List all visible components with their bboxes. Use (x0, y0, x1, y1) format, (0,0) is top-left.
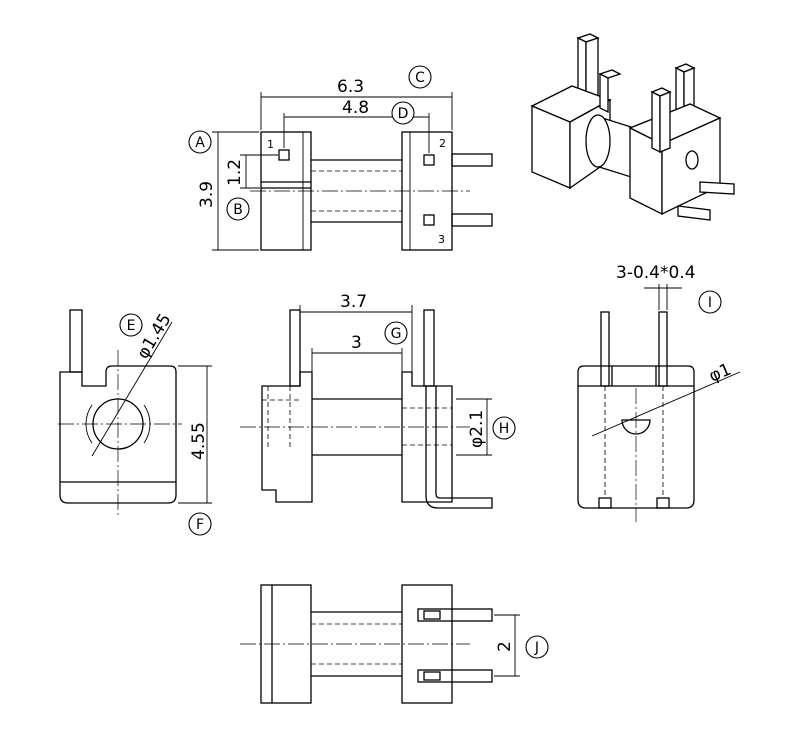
front-view: 3.7 3 φ2.1 G H (240, 292, 516, 509)
isometric-view (530, 33, 735, 221)
dim-width-total: 6.3 (337, 77, 364, 97)
svg-text:E: E (127, 318, 136, 334)
dim-outer-span: 3.7 (340, 292, 367, 312)
dim-slot-diameter: φ1 (706, 360, 734, 387)
dim-pin-spec: 3-0.4*0.4 (616, 263, 696, 283)
bottom-view: 2 J (240, 584, 549, 704)
balloon-c: C (408, 65, 432, 89)
svg-text:C: C (415, 70, 425, 86)
pin-label-1: 1 (267, 138, 274, 151)
balloon-b: B (226, 197, 250, 221)
svg-text:J: J (534, 640, 539, 656)
pin-label-3: 3 (438, 233, 445, 246)
dim-height-total: 3.9 (197, 181, 217, 208)
side-view: φ1.45 4.55 E F (58, 309, 212, 536)
balloon-d: D (391, 101, 415, 125)
balloon-i: I (698, 290, 722, 314)
balloon-a: A (188, 130, 212, 154)
dim-inner-span: 4.8 (342, 98, 369, 118)
dim-inner-gap: 3 (351, 333, 362, 353)
balloon-g: G (384, 321, 408, 345)
dim-core-diameter: φ2.1 (467, 410, 487, 448)
svg-text:B: B (233, 202, 243, 218)
svg-text:D: D (398, 106, 409, 122)
dim-pin-pitch: 2 (495, 641, 515, 652)
dim-pin-offset: 1.2 (225, 159, 245, 186)
balloon-e: E (119, 313, 143, 337)
svg-text:G: G (391, 326, 402, 342)
right-view: φ1 3-0.4*0.4 I (577, 263, 741, 522)
svg-text:A: A (195, 135, 205, 151)
balloon-j: J (525, 635, 549, 659)
svg-text:I: I (708, 295, 712, 311)
pin-label-2: 2 (439, 137, 446, 150)
balloon-h: H (492, 416, 516, 440)
svg-text:F: F (196, 517, 204, 533)
dim-body-height: 4.55 (189, 422, 209, 460)
top-view: 1 2 3 6.3 4.8 3.9 1.2 A B (188, 65, 493, 251)
balloon-f: F (188, 512, 212, 536)
svg-text:H: H (499, 421, 510, 437)
